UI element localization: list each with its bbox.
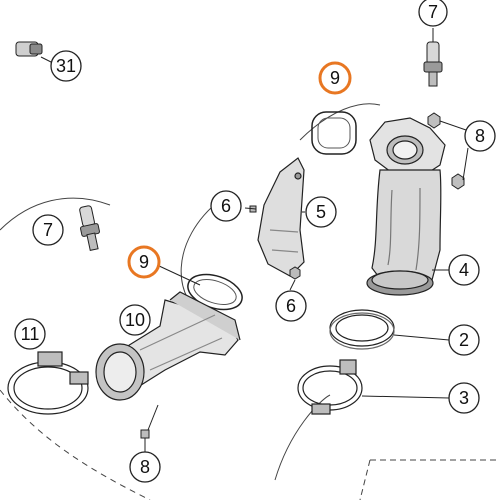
callout-7-left: 7 xyxy=(32,214,64,246)
callout-3: 3 xyxy=(448,382,480,414)
svg-text:7: 7 xyxy=(43,220,53,240)
callout-9-top-highlight: 9 xyxy=(318,61,352,95)
frame-outline xyxy=(0,103,500,500)
callout-8-top: 8 xyxy=(464,120,496,152)
part-11-clamp xyxy=(7,351,89,415)
callout-6-top: 6 xyxy=(210,190,242,222)
part-7-injector-left xyxy=(79,205,100,251)
part-4-exhaust-header xyxy=(366,117,446,296)
svg-text:5: 5 xyxy=(316,202,326,222)
part-8-nuts-top xyxy=(427,112,469,190)
part-8-bolt-bottom xyxy=(140,404,159,452)
svg-text:6: 6 xyxy=(221,196,231,216)
part-2-seal-ring xyxy=(329,309,395,350)
callout-4: 4 xyxy=(448,254,480,286)
callout-8-bottom: 8 xyxy=(129,451,161,483)
svg-text:11: 11 xyxy=(21,324,40,344)
part-5-heat-shield xyxy=(257,157,305,277)
callout-9-left-highlight: 9 xyxy=(127,245,161,279)
svg-text:7: 7 xyxy=(428,2,438,22)
callout-6-bottom: 6 xyxy=(275,290,307,322)
svg-text:8: 8 xyxy=(140,457,150,477)
svg-text:9: 9 xyxy=(330,68,340,88)
svg-text:6: 6 xyxy=(286,296,296,316)
svg-text:2: 2 xyxy=(459,330,469,350)
part-7-injector-top xyxy=(423,28,443,87)
svg-text:10: 10 xyxy=(125,310,145,330)
svg-text:31: 31 xyxy=(56,56,76,76)
part-31-connector xyxy=(15,41,56,65)
part-9-gasket-top xyxy=(311,111,357,155)
callout-2: 2 xyxy=(448,324,480,356)
callout-5: 5 xyxy=(305,196,337,228)
callout-31: 31 xyxy=(50,50,82,82)
svg-text:4: 4 xyxy=(459,260,469,280)
callout-10: 10 xyxy=(119,304,151,336)
leader-lines xyxy=(156,207,450,399)
svg-text:9: 9 xyxy=(139,252,149,272)
svg-text:3: 3 xyxy=(459,388,469,408)
part-10-front-pipe xyxy=(95,291,241,401)
svg-text:8: 8 xyxy=(475,126,485,146)
callout-11: 11 xyxy=(14,318,46,350)
callout-7-top: 7 xyxy=(418,0,448,27)
part-3-clamp xyxy=(297,359,363,415)
